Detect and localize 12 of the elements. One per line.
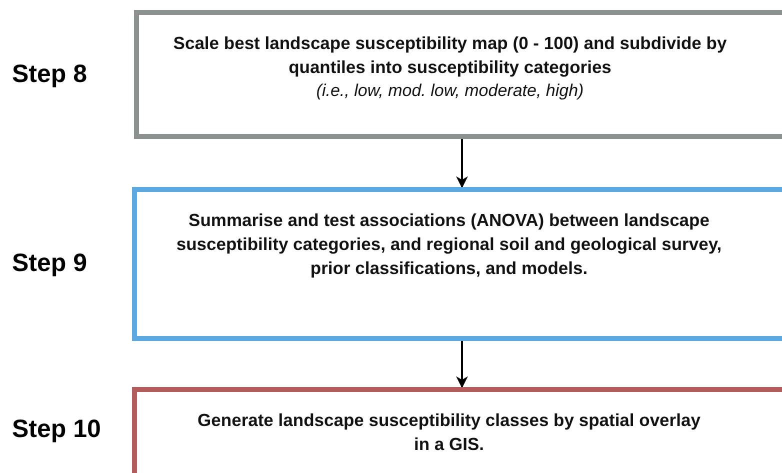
step-description: Summarise and test associations (ANOVA) between landscape susceptibility categories, and regional soil and geological survey, prior classifications, and models.	[175, 209, 723, 280]
examples-note: (i.e., low, mod. low, moderate, high)	[316, 80, 584, 102]
step-description: Scale best landscape susceptibility map (0 - 100) and subdivide by quantiles into susceptibility categories	[172, 32, 728, 79]
step-label: Step 9	[12, 248, 88, 280]
step-description: Generate landscape susceptibility classes by spatial overlay in a GIS.	[196, 409, 702, 456]
step-label: Step 8	[12, 58, 88, 90]
arrow	[456, 341, 468, 388]
process-box	[134, 10, 782, 139]
step-label: Step 10	[12, 414, 101, 446]
arrow	[456, 139, 468, 188]
process-box	[132, 387, 782, 473]
process-box	[132, 187, 782, 341]
